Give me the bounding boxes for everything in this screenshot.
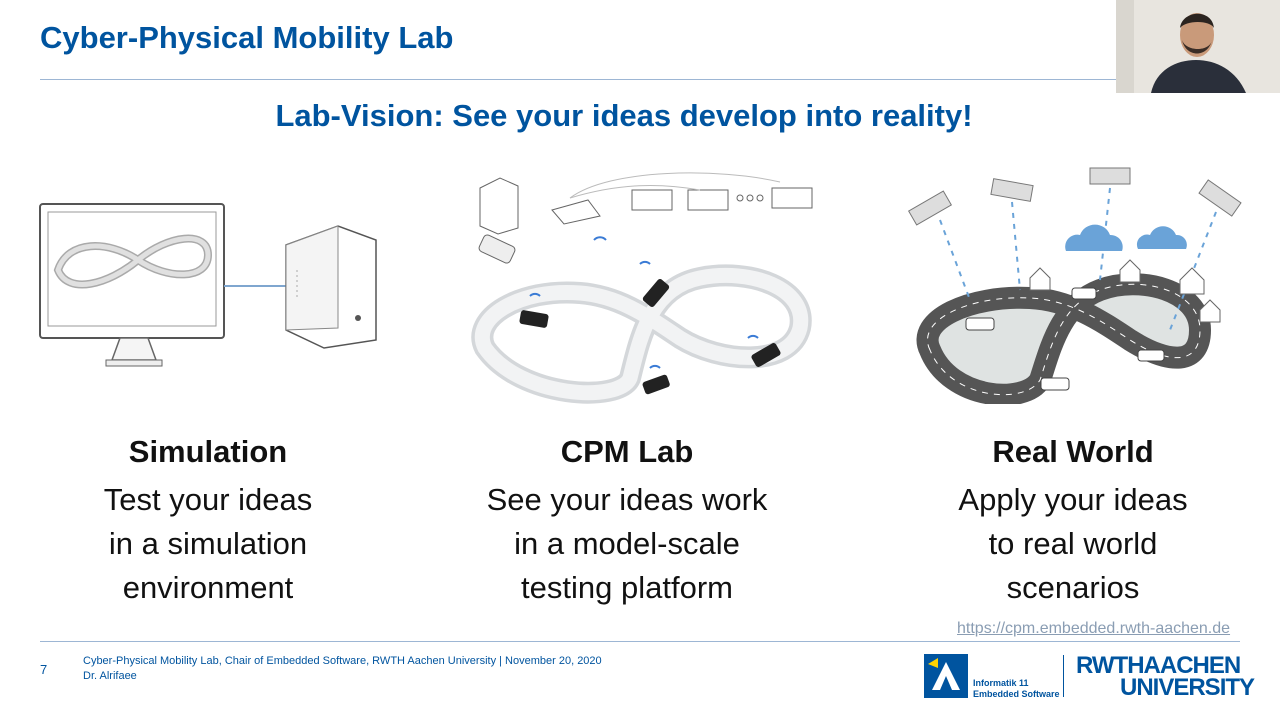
column-simulation: Simulation Test your ideas in a simulati… [28, 432, 388, 610]
column-line: See your ideas work [486, 482, 768, 517]
column-line: to real world [988, 526, 1158, 561]
slide-subtitle: Lab-Vision: See your ideas develop into … [275, 98, 973, 133]
column-line: Apply your ideas [958, 482, 1188, 517]
presenter-avatar [1116, 0, 1280, 93]
column-title: Real World [992, 434, 1154, 469]
column-line: Test your ideas [103, 482, 313, 517]
real-road-icon [907, 167, 1242, 404]
lab-website-link[interactable]: https://cpm.embedded.rwth-aachen.de [957, 620, 1231, 637]
footer-line-2: Dr. Alrifaee [83, 670, 137, 682]
column-title: Simulation [128, 434, 288, 469]
slide-header-title: Cyber-Physical Mobility Lab [40, 20, 454, 55]
logo-line: Informatik 11 [973, 678, 1029, 688]
rwth-logo-line-2: UNIVERSITY [1120, 674, 1255, 701]
monitor-and-pc-icon [39, 203, 377, 367]
column-line: environment [122, 570, 294, 605]
column-real-world: Real World Apply your ideas to real worl… [893, 432, 1253, 610]
column-cpm-lab: CPM Lab See your ideas work in a model-s… [447, 432, 807, 610]
header-divider [40, 79, 1116, 80]
informatik-logo-icon [924, 654, 968, 698]
column-title: CPM Lab [560, 434, 694, 469]
webcam-video [1116, 0, 1280, 93]
page-number: 7 [40, 662, 48, 677]
logo-separator [1063, 655, 1064, 697]
column-line: scenarios [1006, 570, 1140, 605]
logo-line: Embedded Software [973, 689, 1060, 699]
column-line: in a model-scale [514, 526, 740, 561]
informatik-logo-text: Informatik 11 Embedded Software [973, 678, 1060, 700]
footer-divider [40, 641, 1240, 642]
column-line: testing platform [521, 570, 733, 605]
column-line: in a simulation [108, 526, 308, 561]
model-track-icon [471, 172, 813, 404]
footer-line-1: Cyber-Physical Mobility Lab, Chair of Em… [83, 655, 602, 667]
rwth-logo-line-1: RWTHAACHEN [1076, 652, 1241, 679]
